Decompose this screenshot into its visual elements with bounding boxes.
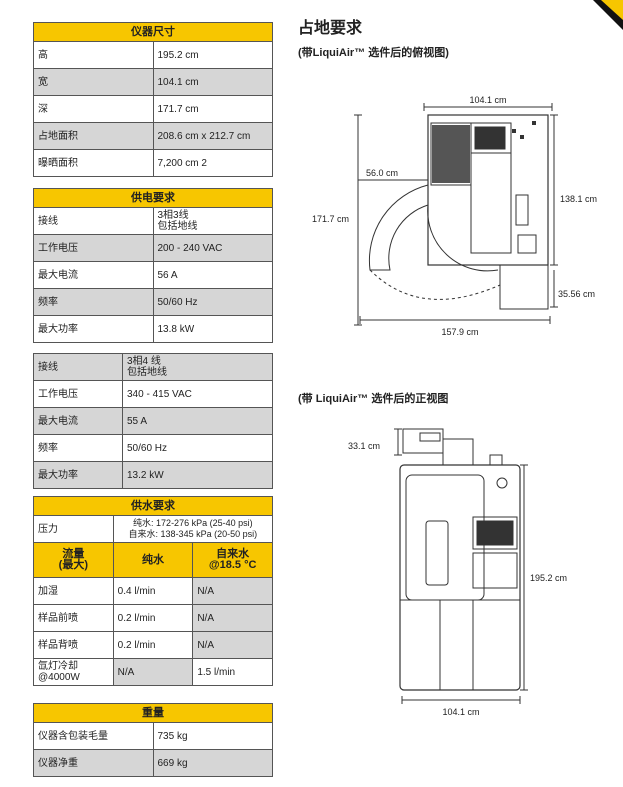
footprint-title: 占地要求 [298, 20, 363, 37]
water-title: 供水要求 [33, 496, 273, 516]
weight-title: 重量 [33, 703, 273, 723]
front-view-diagram: 33.1 cm 195.2 cm 104.1 cm [348, 428, 567, 717]
corner-decoration [593, 0, 623, 30]
dimensions-title: 仪器尺寸 [33, 22, 273, 42]
top-r1-label: 138.1 cm [560, 194, 597, 204]
water-table: 供水要求 压力纯水: 172-276 kPa (25-40 psi)自来水: 1… [33, 496, 274, 686]
top-width-label: 104.1 cm [469, 95, 506, 105]
top-r2-label: 35.56 cm [558, 289, 595, 299]
top-view-diagram: 104.1 cm 56.0 cm 171.7 cm 138.1 cm 35.56… [312, 95, 597, 337]
power-title: 供电要求 [33, 188, 273, 208]
front-height-label: 195.2 cm [530, 573, 567, 583]
top-depth-label: 171.7 cm [312, 214, 349, 224]
front-view-caption: (带 LiquiAir™ 选件后的正视图 [298, 393, 449, 405]
top-bottom-label: 157.9 cm [441, 327, 478, 337]
top-view-caption: (带LiquiAir™ 选件后的俯视图) [298, 47, 449, 59]
front-width-label: 104.1 cm [442, 707, 479, 717]
top-d1-label: 56.0 cm [366, 168, 398, 178]
front-top-label: 33.1 cm [348, 441, 380, 451]
